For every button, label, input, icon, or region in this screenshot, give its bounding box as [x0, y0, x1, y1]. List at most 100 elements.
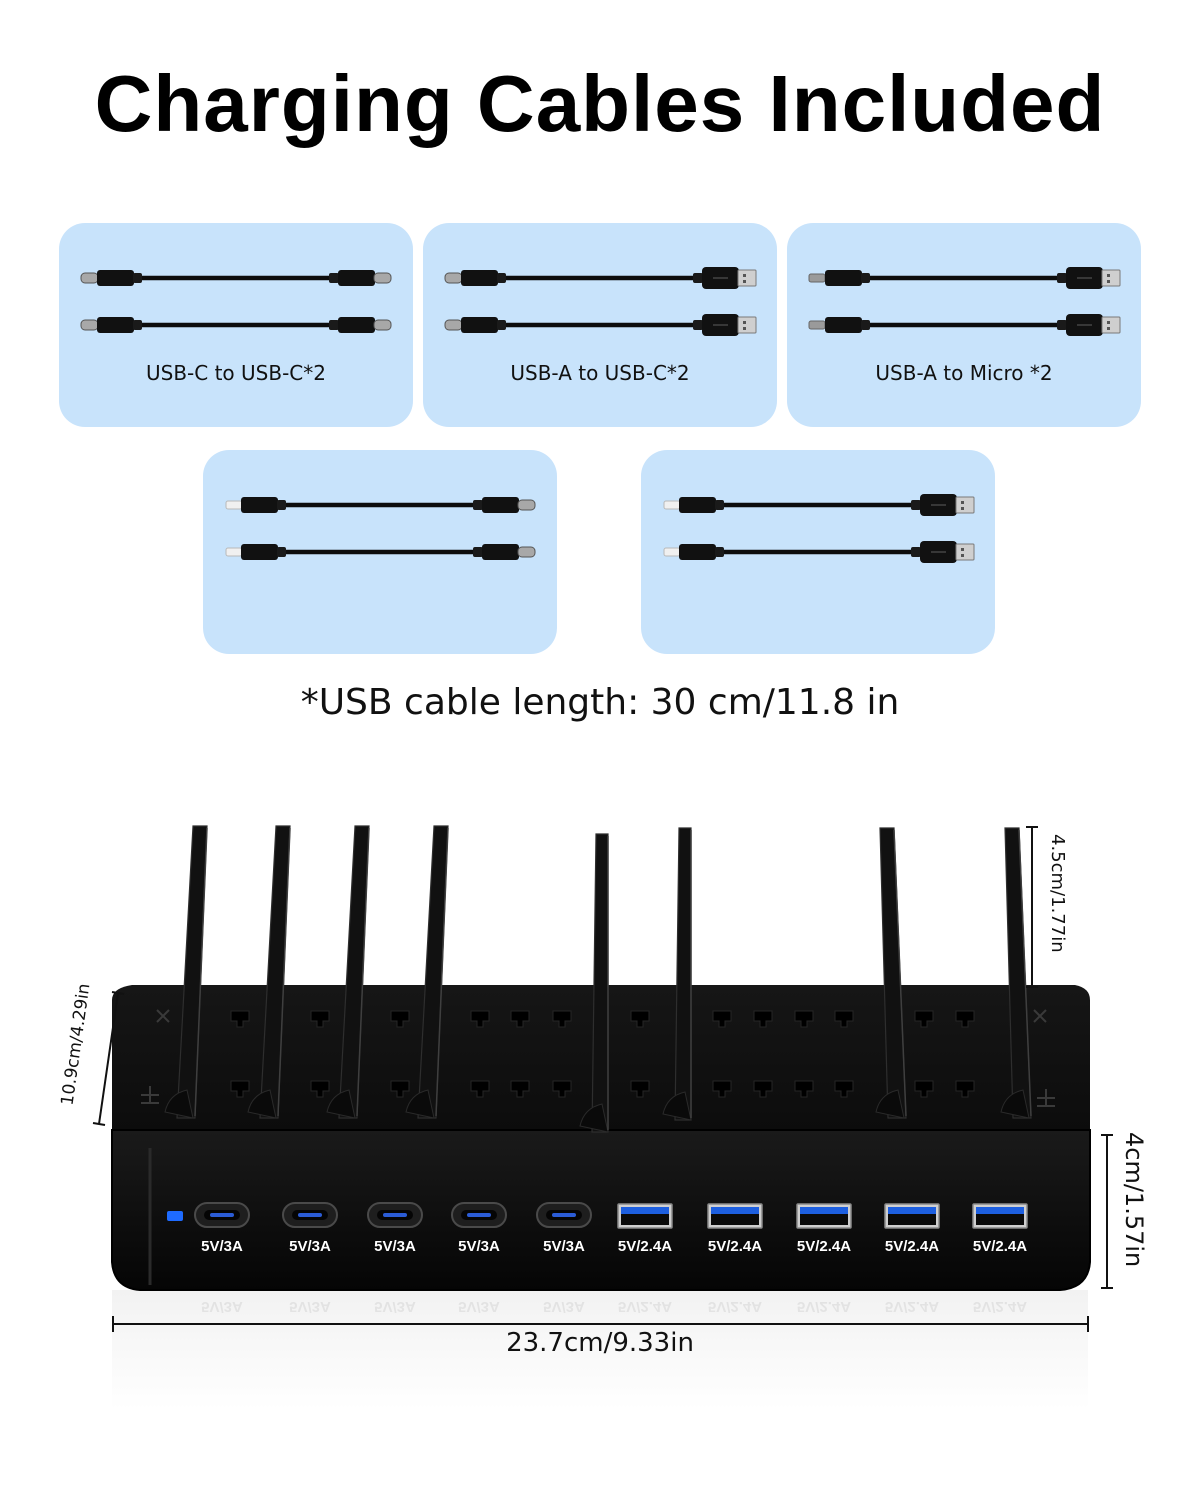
micro-usb-plug-icon — [808, 270, 870, 286]
slot-hole — [470, 1080, 490, 1098]
slot-hole — [914, 1080, 934, 1098]
port-rating-reflection: 5V/2.4A — [973, 1298, 1027, 1315]
port-rating-reflection: 5V/2.4A — [618, 1298, 672, 1315]
usb-a-plug-icon — [911, 494, 975, 516]
slot-holes — [141, 1009, 1055, 1107]
usb-c-plug-icon — [329, 317, 392, 333]
front-face — [111, 1129, 1091, 1291]
usb-c-plug-icon — [444, 270, 506, 286]
slot-hole — [510, 1010, 530, 1028]
usb-ports: 5V/3A 5V/3A 5V/3A 5V/3A 5V/3A 5V/2.4A 5V/2.4A 5… — [194, 1202, 1028, 1255]
divider-plate — [247, 825, 291, 1119]
cable-card-usb-a-to-micro: USB-A to Micro *2 — [787, 223, 1141, 427]
slot-hole — [753, 1010, 773, 1028]
cable-icon — [808, 267, 1121, 336]
port-rating-label: 5V/3A — [201, 1238, 243, 1255]
clip-icon — [156, 1009, 170, 1023]
divider-plate — [875, 827, 907, 1119]
cable-icon — [225, 497, 536, 560]
port-rating-label: 5V/3A — [458, 1238, 500, 1255]
usb-a-port: 5V/2.4A — [707, 1203, 763, 1255]
slot-hole — [310, 1080, 330, 1098]
port-rating-label: 5V/2.4A — [618, 1238, 672, 1255]
cable-card-usb-c-to-usb-c: USB-C to USB-C*2 — [59, 223, 413, 427]
port-rating-reflection: 5V/3A — [458, 1298, 500, 1315]
slot-hole — [230, 1010, 250, 1028]
slot-hole — [834, 1010, 854, 1028]
usb-c-plug-icon — [444, 317, 506, 333]
port-rating-reflection: 5V/3A — [374, 1298, 416, 1315]
port-rating-label: 5V/2.4A — [708, 1238, 762, 1255]
reflection-labels: 5V/3A 5V/3A 5V/3A 5V/3A 5V/3A 5V/2.4A 5V/2.4A 5… — [201, 1298, 1027, 1315]
slot-hole — [230, 1080, 250, 1098]
usb-a-plug-icon — [1057, 267, 1121, 289]
lightning-plug-icon — [663, 544, 724, 560]
clip-icon — [1033, 1009, 1047, 1023]
cable-icon — [80, 270, 392, 333]
usb-c-port: 5V/3A — [367, 1202, 423, 1255]
lightning-plug-icon — [225, 497, 286, 513]
slot-hole — [310, 1010, 330, 1028]
cable-card-usb-a-to-usb-c: USB-A to USB-C*2 — [423, 223, 777, 427]
port-rating-reflection: 5V/2.4A — [885, 1298, 939, 1315]
slot-hole — [794, 1010, 814, 1028]
divider-plate — [164, 825, 208, 1119]
usb-c-plug-icon — [80, 270, 142, 286]
port-rating-reflection: 5V/2.4A — [708, 1298, 762, 1315]
usb-c-plug-icon — [329, 270, 392, 286]
slot-hole — [834, 1080, 854, 1098]
usb-c-plug-icon — [473, 497, 536, 513]
usb-c-plug-icon — [473, 544, 536, 560]
cable-label: USB-A to Micro *2 — [875, 361, 1053, 385]
port-rating-reflection: 5V/3A — [543, 1298, 585, 1315]
usb-c-port: 5V/3A — [194, 1202, 250, 1255]
slot-hole — [712, 1010, 732, 1028]
divider-plate — [662, 827, 692, 1121]
slot-hole — [712, 1080, 732, 1098]
slot-hole — [552, 1010, 572, 1028]
divider-plate — [405, 825, 449, 1119]
port-rating-label: 5V/3A — [543, 1238, 585, 1255]
usb-a-plug-icon — [693, 314, 757, 336]
divider-plate — [1000, 827, 1032, 1119]
width-label: 23.7cm/9.33in — [506, 1328, 694, 1358]
power-indicator-light — [167, 1211, 183, 1221]
port-rating-reflection: 5V/3A — [201, 1298, 243, 1315]
micro-usb-plug-icon — [808, 317, 870, 333]
usb-a-port: 5V/2.4A — [617, 1203, 673, 1255]
slot-hole — [914, 1010, 934, 1028]
lightning-plug-icon — [663, 497, 724, 513]
slot-hole — [794, 1080, 814, 1098]
usb-c-port: 5V/3A — [282, 1202, 338, 1255]
slot-hole — [630, 1080, 650, 1098]
slot-hole — [753, 1080, 773, 1098]
divider-height-label: 4.5cm/1.77in — [1047, 834, 1068, 953]
port-rating-label: 5V/3A — [289, 1238, 331, 1255]
usb-a-port: 5V/2.4A — [796, 1203, 852, 1255]
port-rating-reflection: 5V/2.4A — [797, 1298, 851, 1315]
divider-plate — [326, 825, 370, 1119]
dimension-lines — [92, 826, 1113, 1332]
usb-c-port: 5V/3A — [451, 1202, 507, 1255]
port-rating-label: 5V/3A — [374, 1238, 416, 1255]
usb-c-plug-icon — [80, 317, 142, 333]
usb-a-plug-icon — [911, 541, 975, 563]
cable-icon — [444, 267, 757, 336]
lightning-plug-icon — [225, 544, 286, 560]
slot-hole — [470, 1010, 490, 1028]
port-rating-label: 5V/2.4A — [973, 1238, 1027, 1255]
port-rating-reflection: 5V/3A — [289, 1298, 331, 1315]
cable-label: USB-C to USB-C*2 — [146, 361, 326, 385]
port-rating-label: 5V/2.4A — [797, 1238, 851, 1255]
divider-plate — [579, 833, 609, 1133]
slot-hole — [390, 1010, 410, 1028]
plus-glyph-icon — [141, 1086, 159, 1104]
page-title: Charging Cables Included — [94, 59, 1106, 148]
cable-card-lightning-to-usb-c — [203, 450, 557, 654]
usb-a-plug-icon — [1057, 314, 1121, 336]
slot-hole — [955, 1080, 975, 1098]
slot-hole — [955, 1010, 975, 1028]
usb-a-port: 5V/2.4A — [884, 1203, 940, 1255]
plus-glyph-icon — [1037, 1089, 1055, 1107]
